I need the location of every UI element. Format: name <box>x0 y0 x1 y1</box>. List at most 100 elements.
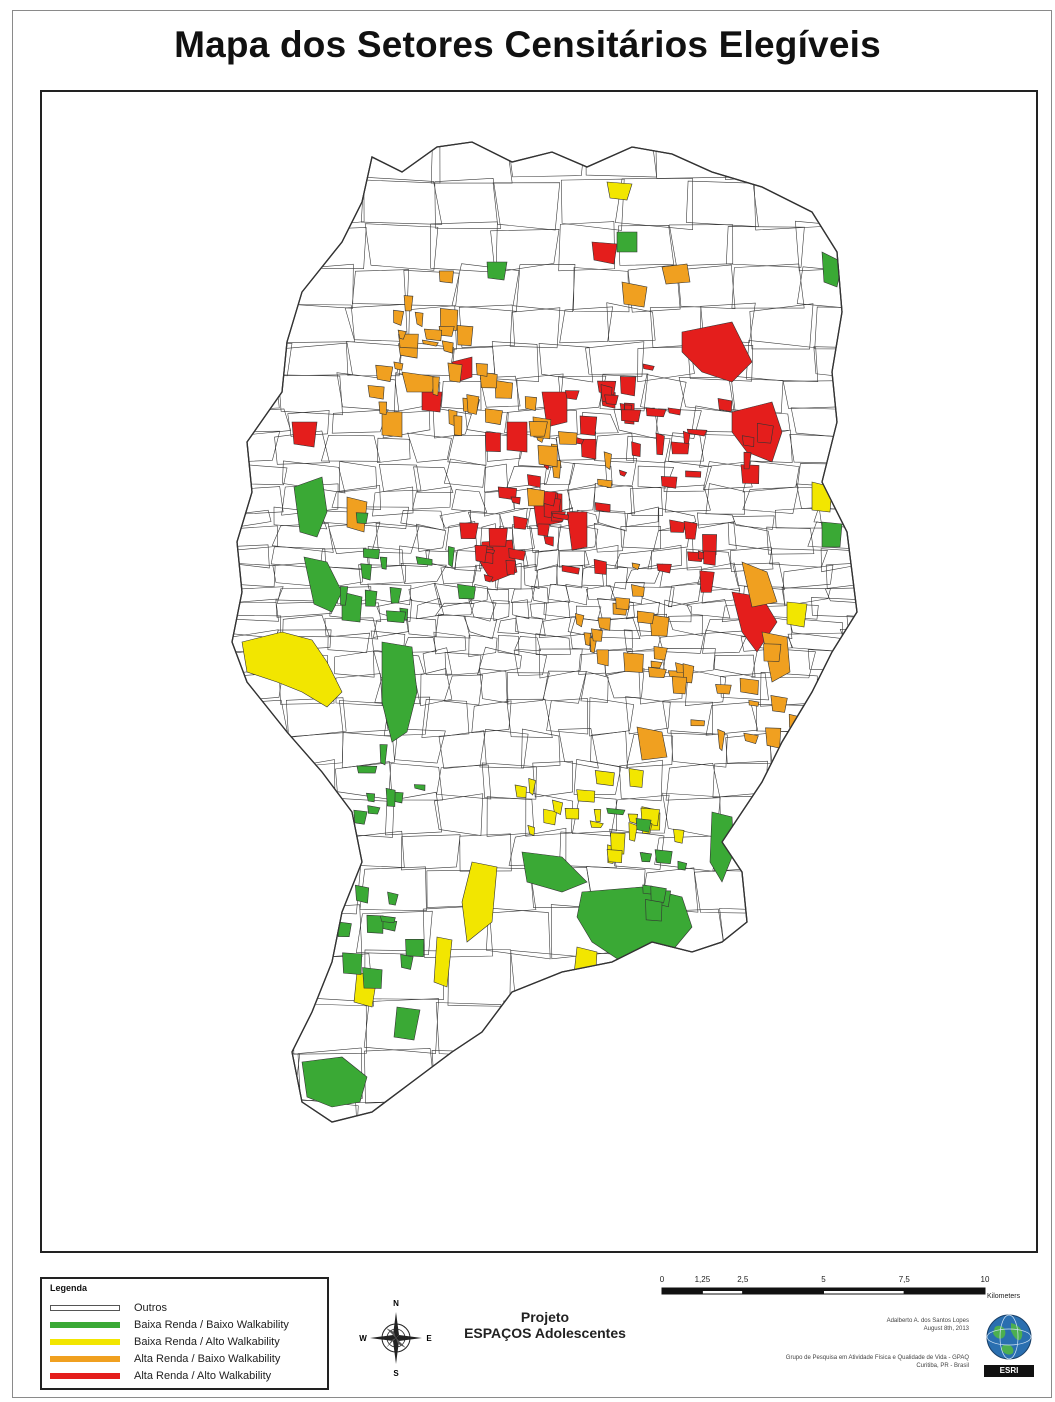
eligible-tract-baixa-baixo <box>379 744 388 766</box>
eligible-tract-alta-alto <box>667 407 682 416</box>
census-tract <box>338 461 377 493</box>
scale-unit: Kilometers <box>987 1293 1021 1300</box>
compass-w: W <box>359 1334 367 1343</box>
eligible-tract-alta-baixo <box>401 371 438 393</box>
census-tract <box>232 732 288 769</box>
eligible-tract-alta-alto <box>594 502 611 513</box>
eligible-tract-alta-alto <box>686 428 708 437</box>
eligible-tract-baixa-alto <box>514 784 527 799</box>
eligible-tract-baixa-baixo <box>405 939 425 958</box>
eligible-tract-alta-alto <box>655 432 665 456</box>
eligible-tract-alta-alto <box>631 441 641 458</box>
eligible-tract-alta-alto <box>488 527 508 547</box>
census-tract <box>232 544 270 569</box>
census-tract <box>497 617 519 635</box>
eligible-tract-alta-baixo <box>765 727 782 749</box>
census-tract <box>573 267 630 313</box>
eligible-tract-alta-alto <box>717 398 733 412</box>
eligible-tract-alta-baixo <box>453 415 463 436</box>
eligible-tract-alta-alto <box>291 421 318 448</box>
census-tract <box>625 506 659 527</box>
eligible-tract-alta-baixo <box>739 677 759 695</box>
eligible-tract-alta-baixo <box>438 270 454 284</box>
eligible-tract-alta-baixo <box>603 451 612 470</box>
eligible-tract-alta-alto <box>604 394 619 405</box>
eligible-tract-alta-baixo <box>631 562 641 571</box>
census-tract <box>451 489 488 513</box>
eligible-tract-alta-alto <box>508 548 526 561</box>
eligible-tract-baixa-baixo <box>381 641 418 743</box>
project-line2: ESPAÇOS Adolescentes <box>464 1325 626 1341</box>
census-tract <box>523 564 540 589</box>
census-tract <box>781 587 831 606</box>
eligible-tract-baixa-alto <box>786 601 808 628</box>
scale-tick-label: 1,25 <box>695 1275 711 1284</box>
census-tract <box>513 649 548 676</box>
eligible-tract-baixa-baixo <box>362 548 380 560</box>
census-tract <box>725 226 805 268</box>
census-tract <box>364 223 439 271</box>
eligible-tract-baixa-baixo <box>486 261 508 281</box>
census-tract <box>571 795 617 834</box>
census-tract <box>486 907 551 960</box>
eligible-tract-baixa-baixo <box>821 251 843 288</box>
census-tract <box>491 341 539 382</box>
eligible-tract-baixa-alto <box>628 768 644 788</box>
census-tract <box>232 829 285 870</box>
eligible-tract-alta-alto <box>683 520 698 540</box>
census-tract <box>278 374 343 416</box>
census-tract <box>232 509 272 531</box>
census-tract <box>559 550 590 568</box>
eligible-tract-alta-baixo <box>615 597 631 611</box>
census-tract <box>732 515 775 530</box>
eligible-tract-alta-baixo <box>763 643 782 662</box>
census-tract <box>376 599 413 622</box>
census-tract <box>232 430 281 463</box>
eligible-tract-alta-alto <box>564 390 580 400</box>
eligible-tract-alta-alto <box>660 476 678 489</box>
census-tract <box>586 584 616 600</box>
census-tract <box>763 799 823 838</box>
compass-rose-icon: N S W E <box>359 1299 432 1378</box>
census-tract <box>556 565 583 589</box>
census-tract <box>839 628 857 657</box>
census-tract <box>232 954 301 1004</box>
census-tract <box>614 178 693 230</box>
eligible-tract-baixa-baixo <box>650 885 667 904</box>
eligible-tract-alta-alto <box>580 438 597 460</box>
legend-label: Baixa Renda / Baixo Walkability <box>134 1319 289 1331</box>
census-tract <box>664 484 711 513</box>
eligible-tract-alta-baixo <box>403 295 414 312</box>
census-tract <box>512 264 576 313</box>
eligible-tract-baixa-baixo <box>379 915 396 924</box>
eligible-tract-alta-baixo <box>456 325 474 346</box>
eligible-tract-alta-alto <box>551 512 570 521</box>
eligible-tract-alta-baixo <box>378 401 387 415</box>
census-tract <box>447 434 487 466</box>
census-tract <box>705 701 759 736</box>
compass-e: E <box>426 1334 432 1343</box>
census-tract <box>720 1049 786 1106</box>
eligible-tract-alta-baixo <box>661 263 691 285</box>
globe-icon <box>986 1314 1032 1360</box>
census-tract <box>401 834 461 871</box>
project-line1: Projeto <box>520 1309 570 1325</box>
eligible-tract-baixa-baixo <box>342 952 363 975</box>
eligible-tract-baixa-baixo <box>616 231 638 253</box>
census-tract <box>232 868 298 907</box>
eligible-tract-baixa-baixo <box>366 792 376 803</box>
eligible-tract-baixa-alto <box>433 936 453 988</box>
eligible-tract-baixa-baixo <box>635 818 652 833</box>
census-tract <box>822 669 857 701</box>
census-tract <box>728 375 784 414</box>
census-tract <box>593 522 626 553</box>
eligible-tract-baixa-baixo <box>413 784 426 791</box>
census-tract <box>391 728 446 764</box>
eligible-tract-alta-alto <box>513 515 529 530</box>
census-tract <box>691 521 737 554</box>
census-tract <box>490 229 560 273</box>
eligible-tract-alta-alto <box>645 407 667 418</box>
census-tract <box>506 672 550 705</box>
eligible-tract-baixa-baixo <box>355 884 370 904</box>
census-tract <box>565 584 589 606</box>
